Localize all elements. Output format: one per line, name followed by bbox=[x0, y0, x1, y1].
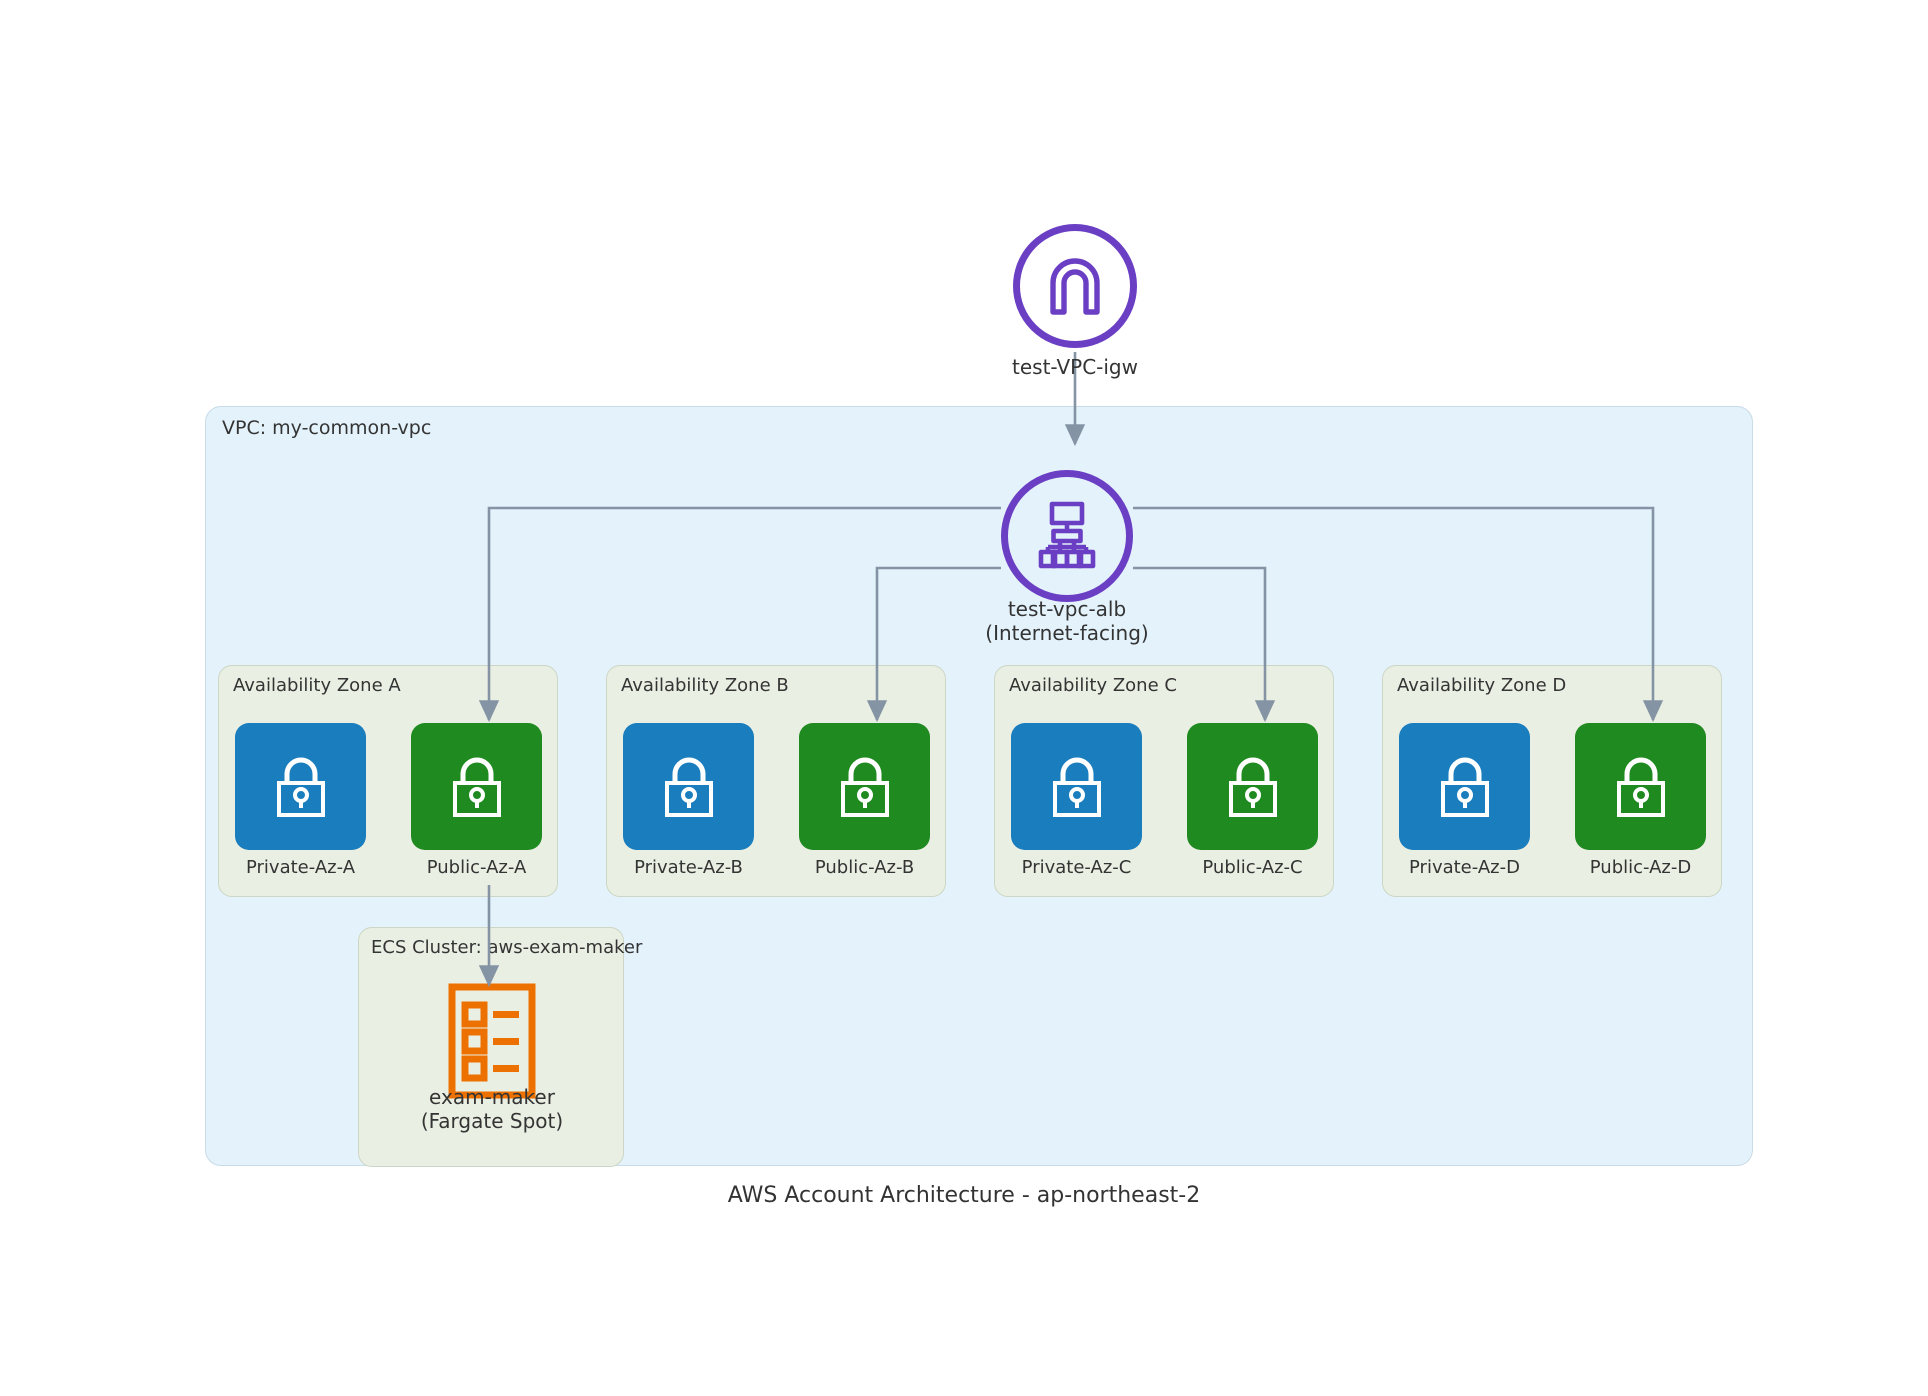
subnet-private-az-c[interactable]: Private-Az-C bbox=[1011, 723, 1142, 878]
vpc-title: VPC: my-common-vpc bbox=[222, 417, 432, 439]
subnet-label: Public-Az-B bbox=[814, 857, 915, 878]
lock-icon bbox=[276, 757, 325, 817]
availability-zone-d-title: Availability Zone D bbox=[1397, 675, 1567, 696]
subnet-tile bbox=[411, 723, 542, 850]
internet-gateway-node[interactable]: test-VPC-igw bbox=[1012, 224, 1138, 379]
internet-gateway-label: test-VPC-igw bbox=[1012, 355, 1138, 379]
internet-gateway-circle bbox=[1013, 224, 1137, 348]
availability-zone-c-title: Availability Zone C bbox=[1009, 675, 1177, 696]
availability-zone-b-title: Availability Zone B bbox=[621, 675, 789, 696]
subnet-tile bbox=[1011, 723, 1142, 850]
subnet-tile bbox=[1187, 723, 1318, 850]
lock-icon bbox=[1440, 757, 1489, 817]
lock-icon bbox=[1052, 757, 1101, 817]
ecs-task-label: exam-maker (Fargate Spot) bbox=[420, 1085, 564, 1133]
subnet-private-az-a[interactable]: Private-Az-A bbox=[235, 723, 366, 878]
lock-icon bbox=[840, 757, 889, 817]
subnet-label: Public-Az-D bbox=[1589, 857, 1692, 878]
availability-zone-d: Availability Zone D Private-Az-D bbox=[1382, 665, 1722, 897]
subnet-public-az-a[interactable]: Public-Az-A bbox=[411, 723, 542, 878]
ecs-task-definition-icon bbox=[448, 983, 536, 1099]
subnet-label: Private-Az-A bbox=[245, 857, 356, 878]
subnet-label: Private-Az-B bbox=[634, 857, 743, 878]
availability-zone-a: Availability Zone A Private-Az-A bbox=[218, 665, 558, 897]
application-load-balancer-icon bbox=[1038, 501, 1096, 569]
subnet-public-az-d[interactable]: Public-Az-D bbox=[1575, 723, 1706, 878]
subnet-tile bbox=[1575, 723, 1706, 850]
ecs-task-icon-wrap bbox=[359, 983, 625, 1099]
subnet-label: Private-Az-D bbox=[1409, 857, 1520, 878]
load-balancer-label: test-vpc-alb (Internet-facing) bbox=[985, 597, 1149, 645]
ecs-cluster-title: ECS Cluster: aws-exam-maker bbox=[371, 937, 643, 958]
subnet-tile bbox=[235, 723, 366, 850]
ecs-task-node[interactable]: exam-maker (Fargate Spot) bbox=[359, 983, 625, 1133]
availability-zone-c: Availability Zone C Private-Az-C bbox=[994, 665, 1334, 897]
internet-gateway-icon bbox=[1050, 258, 1100, 315]
subnet-public-az-b[interactable]: Public-Az-B bbox=[799, 723, 930, 878]
diagram-caption: AWS Account Architecture - ap-northeast-… bbox=[727, 1183, 1201, 1208]
lock-icon bbox=[1616, 757, 1665, 817]
availability-zone-b: Availability Zone B Private-Az-B bbox=[606, 665, 946, 897]
lock-icon bbox=[1228, 757, 1277, 817]
load-balancer-circle bbox=[1001, 470, 1133, 602]
subnet-tile bbox=[1399, 723, 1530, 850]
load-balancer-node[interactable]: test-vpc-alb (Internet-facing) bbox=[985, 470, 1149, 645]
availability-zone-a-title: Availability Zone A bbox=[233, 675, 401, 696]
subnet-public-az-c[interactable]: Public-Az-C bbox=[1187, 723, 1318, 878]
subnet-tile bbox=[799, 723, 930, 850]
subnet-label: Public-Az-C bbox=[1202, 857, 1303, 878]
subnet-private-az-d[interactable]: Private-Az-D bbox=[1399, 723, 1530, 878]
lock-icon bbox=[664, 757, 713, 817]
subnet-label: Public-Az-A bbox=[426, 857, 527, 878]
subnet-private-az-b[interactable]: Private-Az-B bbox=[623, 723, 754, 878]
lock-icon bbox=[452, 757, 501, 817]
subnet-tile bbox=[623, 723, 754, 850]
subnet-label: Private-Az-C bbox=[1021, 857, 1132, 878]
ecs-cluster-container: ECS Cluster: aws-exam-maker exam-maker (… bbox=[358, 927, 642, 1167]
